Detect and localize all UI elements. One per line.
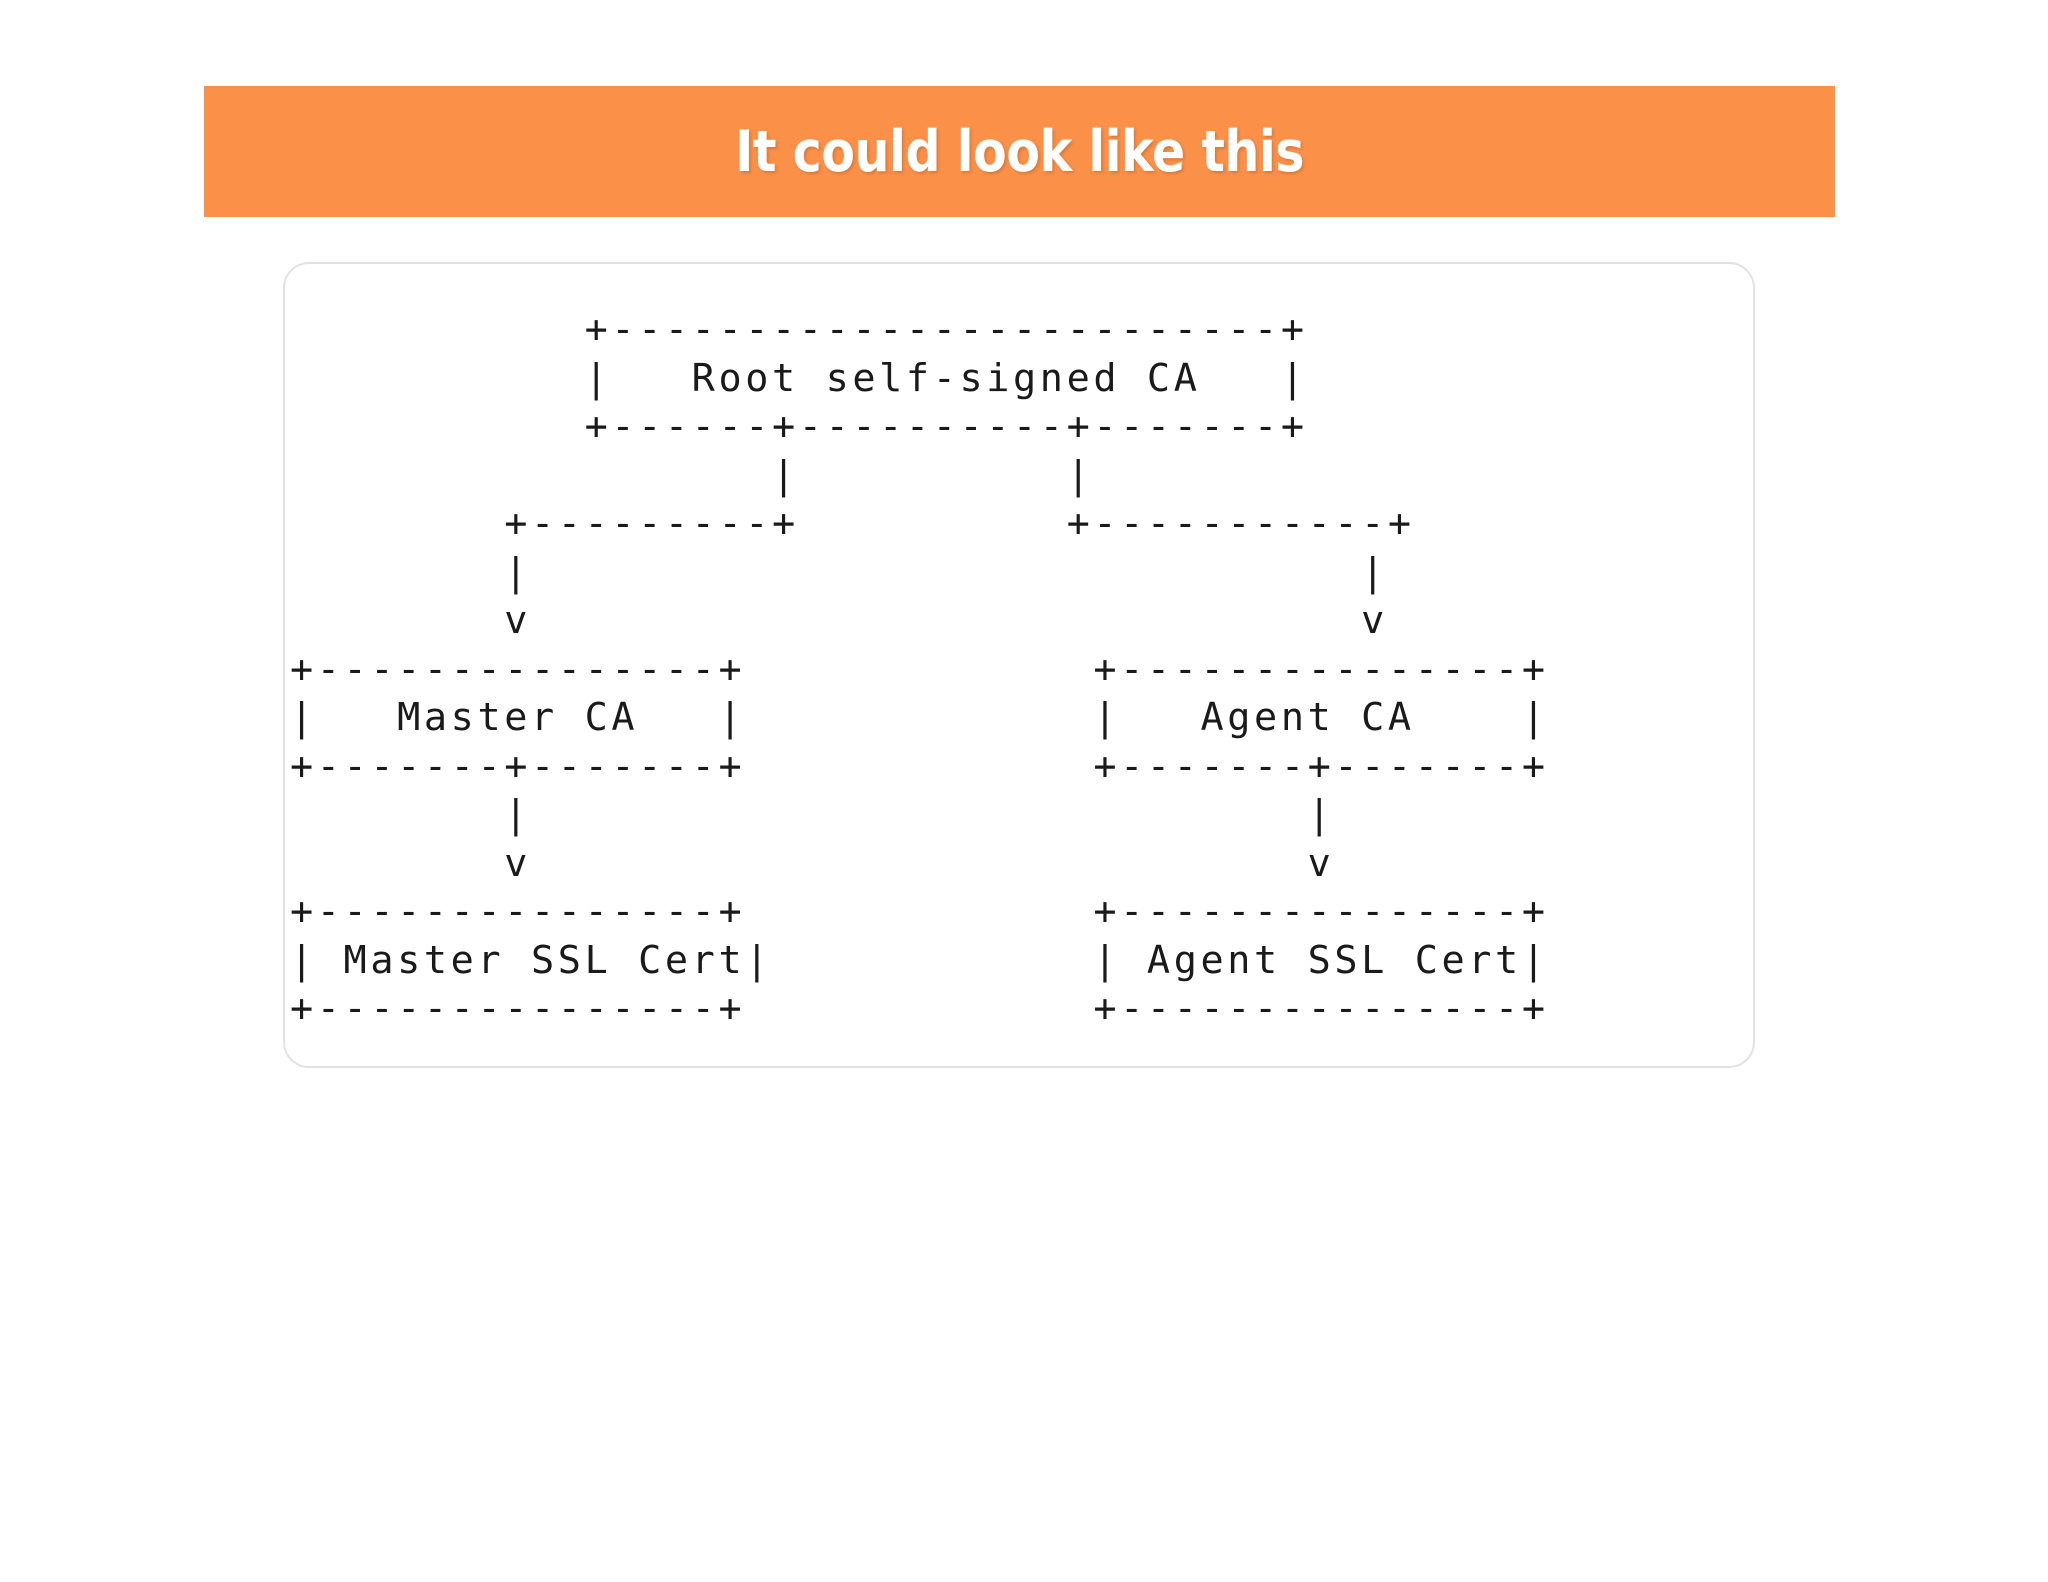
diagram-card: +-------------------------+ | Root self-…	[283, 262, 1755, 1068]
page-title: It could look like this	[735, 118, 1304, 185]
ascii-art-certificate-chain-diagram: +-------------------------+ | Root self-…	[290, 307, 1549, 1031]
header-banner: It could look like this	[204, 86, 1835, 217]
